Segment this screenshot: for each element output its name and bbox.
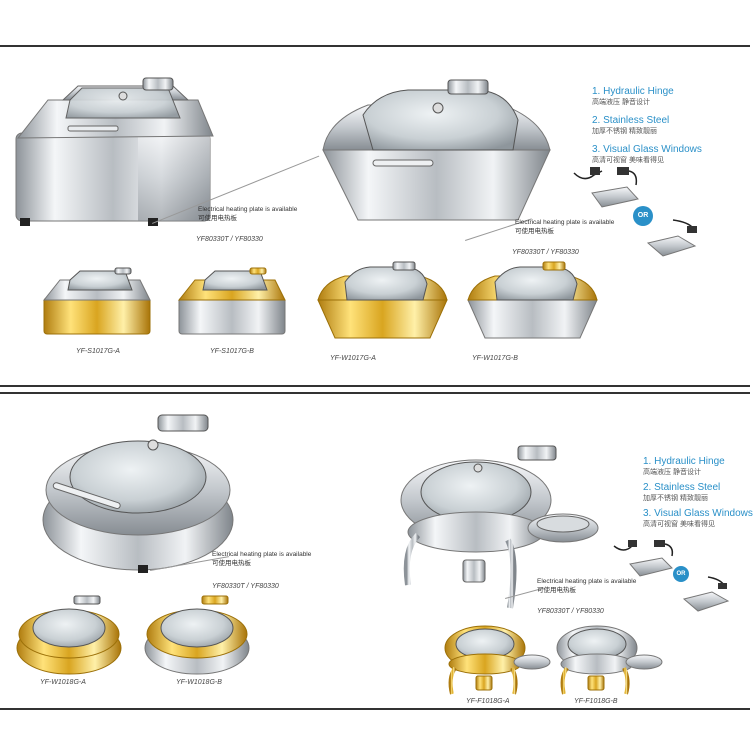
variant-caption: YF-W1017G-B [472,355,518,362]
feature-en: 2. Stainless Steel [592,115,670,126]
variant-caption: YF-W1018G-B [176,679,222,686]
variant-image-f1018-steel [556,625,663,695]
heating-note-en: Electrical heating plate is available [198,206,298,213]
bottom-rule [0,708,750,710]
middle-rule-1 [0,385,750,387]
variant-image-s1017-steel [177,267,286,335]
feature-stainless-steel: 2. Stainless Steel 加厚不锈钢 精致靓丽 [643,482,720,504]
round-chafer-stand-large-image [400,445,599,609]
feature-en: 1. Hydraulic Hinge [592,86,674,97]
heating-note-en: Electrical heating plate is available [515,219,615,226]
feature-glass-windows: 3. Visual Glass Windows 高清可视窗 美味看得见 [643,508,753,530]
feature-hydraulic-hinge: 1. Hydraulic Hinge 高端液压 静音设计 [643,456,725,478]
heating-note-cn: 可使用电热板 [212,560,251,567]
heating-plate-image-3 [613,540,674,577]
heating-note-3: Electrical heating plate is available 可使… [212,550,311,568]
heating-note-en: Electrical heating plate is available [212,551,312,558]
variant-caption: YF-W1018G-A [40,679,86,686]
feature-en: 3. Visual Glass Windows [643,508,753,519]
heating-note-en: Electrical heating plate is available [537,578,637,585]
round-chafer-steel-large-image [42,414,234,573]
model-caption-1: YF80330T / YF80330 [196,236,263,243]
middle-rule-2 [0,392,750,394]
or-badge: OR [633,206,653,226]
feature-hydraulic-hinge: 1. Hydraulic Hinge 高端液压 静音设计 [592,86,674,108]
feature-cn: 高端液压 静音设计 [592,99,650,106]
heating-plate-image-1 [573,167,639,208]
heating-plate-image-2 [646,219,697,257]
feature-en: 1. Hydraulic Hinge [643,456,725,467]
heating-note-4: Electrical heating plate is available 可使… [537,577,636,595]
variant-caption: YF-S1017G-B [210,348,254,355]
heating-note-2: Electrical heating plate is available 可使… [515,218,614,236]
heating-note-cn: 可使用电热板 [515,228,554,235]
feature-stainless-steel: 2. Stainless Steel 加厚不锈钢 精致靓丽 [592,115,669,137]
feature-cn: 加厚不锈钢 精致靓丽 [643,495,708,502]
model-caption-2: YF80330T / YF80330 [512,249,579,256]
or-badge: OR [673,566,689,582]
variant-image-f1018-gold [444,625,551,695]
variant-caption: YF-S1017G-A [76,348,120,355]
feature-en: 3. Visual Glass Windows [592,144,702,155]
variant-image-w1018-gold [16,595,122,675]
top-rule [0,45,750,47]
square-chafer-steel-large-image [15,77,214,226]
model-caption-4: YF80330T / YF80330 [537,608,604,615]
variant-image-w1018-steel [144,595,250,675]
feature-cn: 高清可视窗 美味看得见 [592,157,664,164]
variant-caption: YF-W1017G-A [330,355,376,362]
variant-image-s1017-gold [42,267,151,335]
variant-caption: YF-F1018G-B [574,698,618,705]
variant-caption: YF-F1018G-A [466,698,510,705]
square-chafer-steel-large-image-2 [322,79,551,221]
variant-image-w1017-gold [317,261,448,339]
heating-plate-image-4 [682,576,730,612]
variant-image-w1017-steel [467,261,598,339]
feature-cn: 高端液压 静音设计 [643,469,701,476]
heating-note-cn: 可使用电热板 [537,587,576,594]
model-caption-3: YF80330T / YF80330 [212,583,279,590]
feature-glass-windows: 3. Visual Glass Windows 高清可视窗 美味看得见 [592,144,702,166]
heating-note-cn: 可使用电热板 [198,215,237,222]
feature-cn: 加厚不锈钢 精致靓丽 [592,128,657,135]
feature-en: 2. Stainless Steel [643,482,721,493]
feature-cn: 高清可视窗 美味看得见 [643,521,715,528]
heating-note-1: Electrical heating plate is available 可使… [198,205,297,223]
